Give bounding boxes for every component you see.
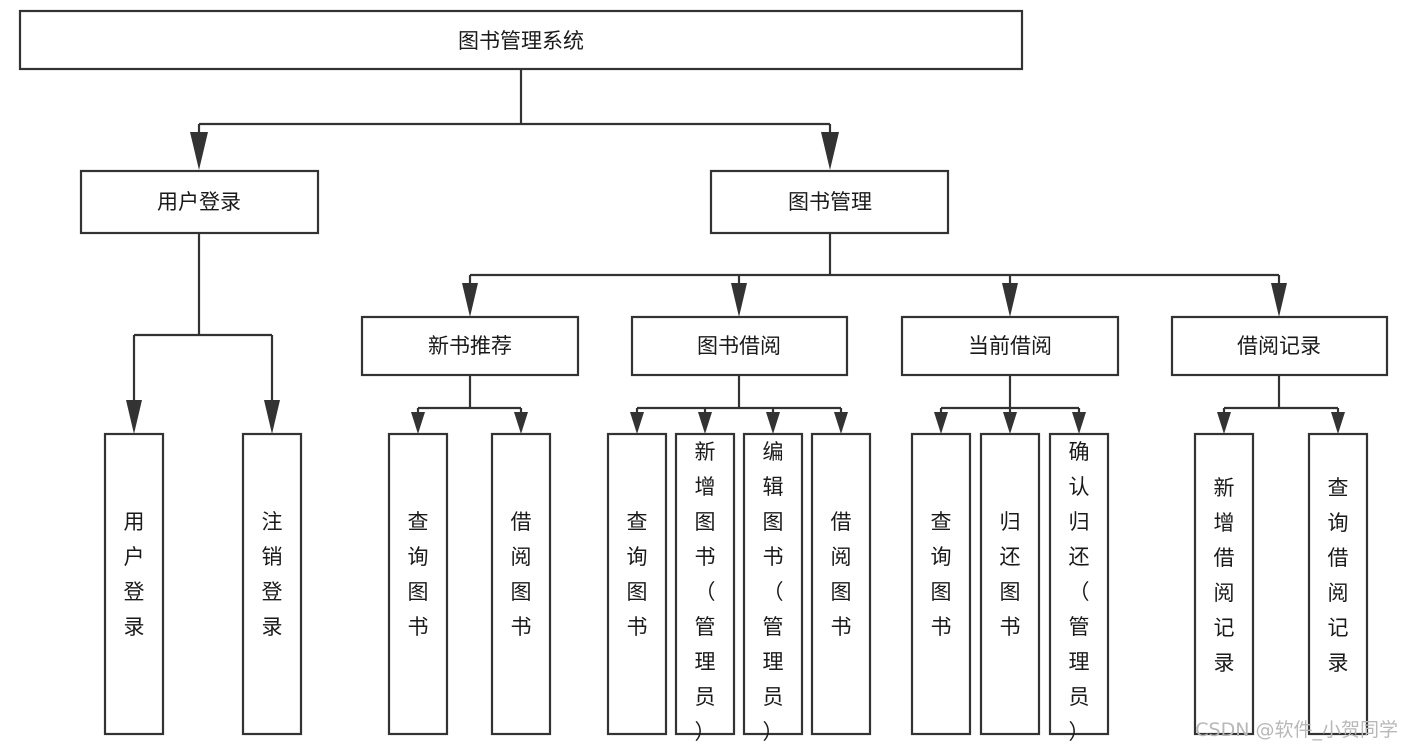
node-current-borrow-label: 当前借阅 (968, 334, 1052, 358)
node-book-manage-box[interactable] (709, 169, 950, 235)
arrow-head-leaf-add-borrow-record (1217, 412, 1231, 434)
arrow-head-leaf-logout-login (264, 400, 280, 434)
node-book-borrow-label: 图书借阅 (697, 334, 781, 358)
arrow-head-borrow-record (1271, 283, 1287, 317)
arrow-head-leaf-query-book-2 (630, 412, 644, 434)
arrow-head-book-borrow (731, 283, 747, 317)
node-leaf-borrow-book-2[interactable]: 借阅图书 (810, 432, 872, 736)
node-leaf-query-book-2[interactable]: 查询图书 (606, 432, 668, 736)
node-leaf-user-login[interactable]: 用户登录 (103, 432, 165, 736)
arrow-head-leaf-edit-book-admin (766, 412, 780, 434)
node-leaf-query-book-2-label: 查询图书 (627, 510, 648, 639)
node-leaf-return-book-box[interactable] (979, 432, 1041, 736)
node-leaf-add-book-admin-box[interactable] (674, 432, 736, 736)
node-leaf-edit-book-admin-box[interactable] (742, 432, 804, 736)
node-leaf-borrow-book-1-box[interactable] (490, 432, 552, 736)
node-leaf-borrow-book-2-box[interactable] (810, 432, 872, 736)
connector-layer (126, 69, 1345, 434)
node-user-login-box[interactable] (79, 169, 320, 235)
node-leaf-confirm-return-admin-label: 确认归还（管理员） (1069, 440, 1090, 744)
node-leaf-return-book[interactable]: 归还图书 (979, 432, 1041, 736)
node-leaf-edit-book-admin[interactable]: 编辑图书（管理员） (742, 432, 804, 744)
node-leaf-logout-login-label: 注销登录 (262, 510, 283, 639)
node-leaf-query-book-1-box[interactable] (387, 432, 449, 736)
arrow-head-current-borrow (1002, 283, 1018, 317)
arrow-head-leaf-add-book-admin (698, 412, 712, 434)
arrow-head-leaf-return-book (1003, 412, 1017, 434)
node-root-box[interactable] (18, 9, 1024, 71)
node-user-login[interactable]: 用户登录 (79, 169, 320, 235)
arrow-head-leaf-query-borrow-record (1331, 412, 1345, 434)
node-borrow-record-label: 借阅记录 (1237, 334, 1321, 358)
arrow-head-new-book-recommend (462, 283, 478, 317)
node-leaf-add-borrow-record-box[interactable] (1193, 432, 1255, 736)
node-leaf-query-borrow-record[interactable]: 查询借阅记录 (1307, 432, 1369, 736)
node-leaf-confirm-return-admin[interactable]: 确认归还（管理员） (1048, 432, 1110, 744)
arrow-head-leaf-confirm-return-admin (1072, 412, 1086, 434)
node-leaf-query-book-1-label: 查询图书 (408, 510, 429, 639)
arrow-head-leaf-borrow-book-2 (834, 412, 848, 434)
node-leaf-user-login-label: 用户登录 (124, 510, 145, 639)
node-current-borrow[interactable]: 当前借阅 (900, 315, 1120, 377)
node-leaf-query-borrow-record-box[interactable] (1307, 432, 1369, 736)
arrow-head-user-login (190, 132, 208, 170)
node-user-login-label: 用户登录 (157, 190, 241, 214)
node-leaf-borrow-book-1-label: 借阅图书 (511, 510, 532, 639)
node-leaf-confirm-return-admin-box[interactable] (1048, 432, 1110, 736)
node-new-book-recommend-label: 新书推荐 (428, 334, 512, 358)
node-leaf-add-borrow-record[interactable]: 新增借阅记录 (1193, 432, 1255, 736)
node-leaf-return-book-label: 归还图书 (1000, 510, 1021, 639)
node-book-manage[interactable]: 图书管理 (709, 169, 950, 235)
arrow-head-leaf-user-login (126, 400, 142, 434)
node-leaf-add-borrow-record-label: 新增借阅记录 (1214, 476, 1235, 675)
node-leaf-query-book-2-box[interactable] (606, 432, 668, 736)
node-book-manage-label: 图书管理 (788, 190, 872, 214)
node-new-book-recommend-box[interactable] (360, 315, 580, 377)
node-leaf-logout-login[interactable]: 注销登录 (241, 432, 303, 736)
node-book-borrow-box[interactable] (630, 315, 849, 377)
node-leaf-logout-login-box[interactable] (241, 432, 303, 736)
node-current-borrow-box[interactable] (900, 315, 1120, 377)
node-root-label: 图书管理系统 (458, 29, 584, 53)
csdn-watermark: CSDN @软件_小贺同学 (1195, 719, 1398, 741)
arrow-head-leaf-query-book-3 (934, 412, 948, 434)
node-leaf-add-book-admin[interactable]: 新增图书（管理员） (674, 432, 736, 744)
node-leaf-user-login-box[interactable] (103, 432, 165, 736)
node-leaf-query-borrow-record-label: 查询借阅记录 (1328, 476, 1349, 675)
node-leaf-borrow-book-1[interactable]: 借阅图书 (490, 432, 552, 736)
node-leaf-add-book-admin-label: 新增图书（管理员） (695, 440, 716, 744)
node-new-book-recommend[interactable]: 新书推荐 (360, 315, 580, 377)
arrow-head-book-manage (821, 132, 839, 170)
node-leaf-query-book-1[interactable]: 查询图书 (387, 432, 449, 736)
arrow-head-leaf-borrow-book-1 (514, 412, 528, 434)
node-borrow-record[interactable]: 借阅记录 (1170, 315, 1389, 377)
node-root[interactable]: 图书管理系统 (18, 9, 1024, 71)
node-leaf-query-book-3[interactable]: 查询图书 (910, 432, 972, 736)
node-leaf-query-book-3-label: 查询图书 (931, 510, 952, 639)
arrow-head-leaf-query-book-1 (411, 412, 425, 434)
node-book-borrow[interactable]: 图书借阅 (630, 315, 849, 377)
node-leaf-query-book-3-box[interactable] (910, 432, 972, 736)
node-borrow-record-box[interactable] (1170, 315, 1389, 377)
node-leaf-edit-book-admin-label: 编辑图书（管理员） (763, 440, 784, 744)
node-leaf-borrow-book-2-label: 借阅图书 (831, 510, 852, 639)
